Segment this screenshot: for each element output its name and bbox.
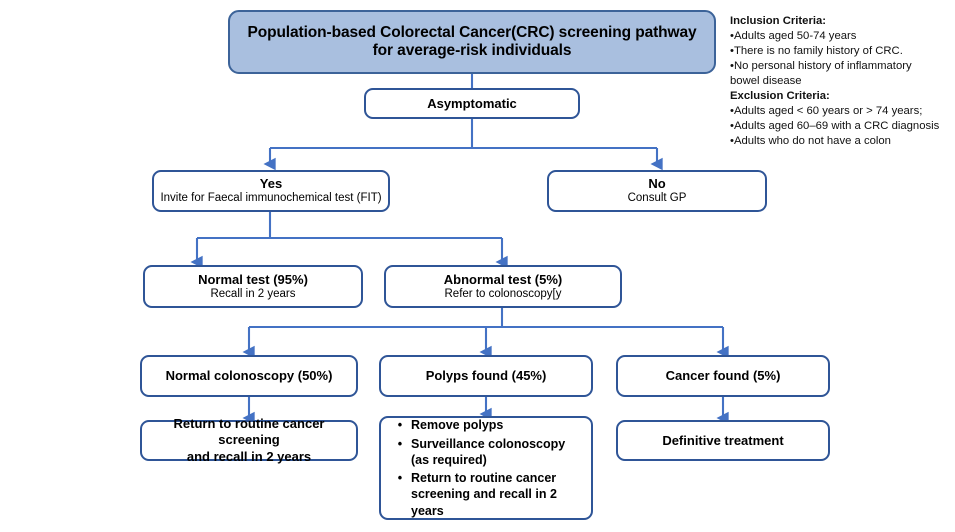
return-routine-line-2: and recall in 2 years bbox=[186, 448, 312, 464]
node-normal-test: Normal test (95%) Recall in 2 years bbox=[143, 265, 363, 308]
exclusion-criteria-item: •Adults who do not have a colon bbox=[730, 135, 891, 148]
title-line-1: Population-based Colorectal Cancer(CRC) … bbox=[247, 23, 697, 41]
cancer-found-label: Cancer found (5%) bbox=[665, 368, 781, 384]
return-routine-line-1: Return to routine cancer screening bbox=[173, 415, 325, 448]
bullet-icon: • bbox=[397, 436, 403, 451]
bullet-icon: • bbox=[397, 471, 403, 485]
node-asymptomatic: Asymptomatic bbox=[364, 88, 580, 119]
bullet-text: Surveillance colonoscopy (as bbox=[411, 436, 566, 467]
asymptomatic-label: Asymptomatic bbox=[427, 95, 517, 111]
inclusion-criteria-item: •There is no family history of CRC. bbox=[730, 45, 903, 58]
node-branch-yes: Yes Invite for Faecal immunochemical tes… bbox=[152, 170, 390, 212]
abnormal-test-detail: Refer to colonoscopy[y bbox=[444, 287, 562, 300]
title-box: Population-based Colorectal Cancer(CRC) … bbox=[228, 10, 716, 74]
abnormal-test-header: Abnormal test (5%) bbox=[443, 271, 563, 287]
node-branch-no: No Consult GP bbox=[547, 170, 767, 212]
normal-test-header: Normal test (95%) bbox=[198, 271, 308, 287]
normal-test-detail: Recall in 2 years bbox=[210, 287, 296, 300]
bullet-icon: • bbox=[397, 418, 403, 433]
polyps-found-label: Polyps found (45%) bbox=[425, 368, 547, 384]
normal-colonoscopy-label: Normal colonoscopy (50%) bbox=[165, 368, 333, 384]
bullet-item: • Return to routine cancer screening and… bbox=[389, 470, 581, 519]
inclusion-criteria-item-cont: bowel disease bbox=[730, 75, 802, 88]
bullet-text-cont: screening and recall in 2 years bbox=[411, 487, 557, 518]
exclusion-criteria-item: •Adults aged < 60 years or > 74 years; bbox=[730, 105, 923, 118]
inclusion-criteria-item: •No personal history of inflammatory bbox=[730, 60, 912, 73]
node-polyps-found: Polyps found (45%) bbox=[379, 355, 593, 397]
bullet-text: Remove polyps bbox=[411, 418, 504, 433]
inclusion-criteria-item: •Adults aged 50-74 years bbox=[730, 30, 857, 43]
node-return-routine: Return to routine cancer screening and r… bbox=[140, 416, 358, 464]
bullet-item: • Remove polyps bbox=[389, 417, 581, 433]
no-header: No bbox=[648, 176, 666, 192]
definitive-treatment-label: Definitive treatment bbox=[662, 432, 784, 448]
exclusion-criteria-heading: Exclusion Criteria: bbox=[730, 90, 830, 103]
yes-detail: Invite for Faecal immunochemical test (F… bbox=[160, 192, 382, 205]
criteria-panel: Inclusion Criteria: •Adults aged 50-74 y… bbox=[730, 14, 952, 149]
bullet-text-cont: required) bbox=[432, 452, 487, 467]
node-definitive-treatment: Definitive treatment bbox=[616, 420, 830, 461]
no-detail: Consult GP bbox=[627, 192, 687, 205]
exclusion-criteria-item: •Adults aged 60–69 with a CRC diagnosis bbox=[730, 120, 940, 133]
bullet-text: Return to routine cancer bbox=[411, 471, 557, 485]
bullet-item: • Surveillance colonoscopy (as required) bbox=[389, 436, 581, 469]
title-line-2: for average-risk individuals bbox=[372, 42, 572, 59]
node-cancer-found: Cancer found (5%) bbox=[616, 355, 830, 397]
yes-header: Yes bbox=[259, 176, 283, 192]
node-normal-colonoscopy: Normal colonoscopy (50%) bbox=[140, 355, 358, 397]
node-polyps-actions: • Remove polyps • Surveillance colonosco… bbox=[379, 416, 593, 520]
inclusion-criteria-heading: Inclusion Criteria: bbox=[730, 15, 827, 27]
node-abnormal-test: Abnormal test (5%) Refer to colonoscopy[… bbox=[384, 265, 622, 308]
